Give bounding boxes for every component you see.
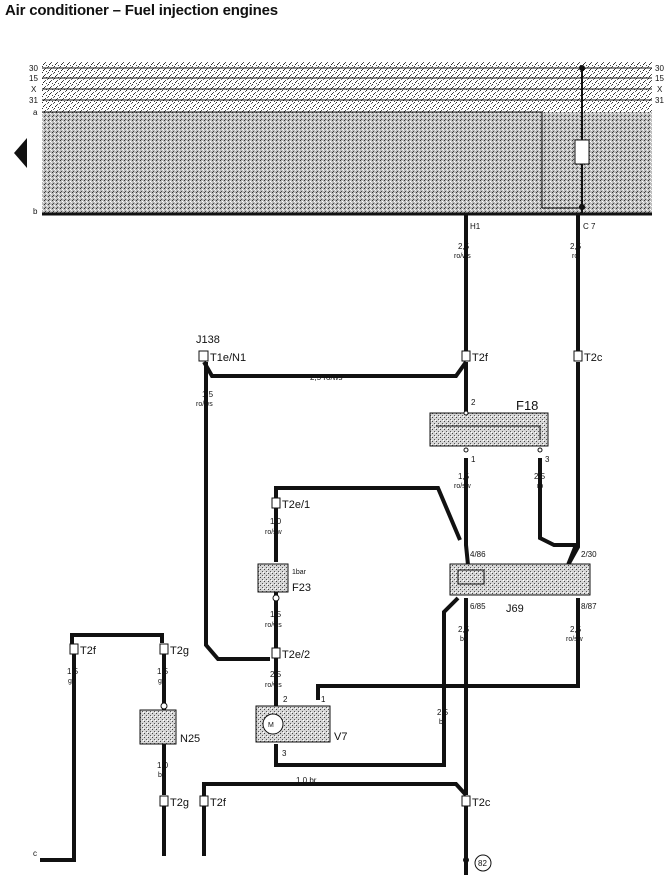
component-v7: V7 — [334, 731, 347, 743]
wire-label: ro/ws — [196, 401, 213, 408]
connector-t2f-bottom: T2f — [210, 797, 227, 809]
pin-v7-3: 3 — [282, 749, 287, 758]
wire-label: 2,5 — [458, 625, 470, 634]
ground-label-82: 82 — [478, 859, 487, 868]
rail-label-x: X — [31, 85, 37, 94]
wire-label: ro/ws — [265, 622, 282, 629]
connector-t2c-bottom: T2c — [472, 797, 491, 809]
rail-label-30-right: 30 — [655, 64, 664, 73]
wire-label: 2,5 — [570, 242, 582, 251]
wire-labels: 2,5 ro/ws 2,5 ro 2,5 ro/ws 1,5 ro/ws 1,5… — [33, 242, 584, 858]
wire-label: ro — [537, 483, 543, 490]
pin-j69-486: 4/86 — [470, 550, 486, 559]
component-j138: J138 — [196, 334, 220, 346]
component-f23-rating: 1bar — [292, 569, 307, 576]
rail-label-15-right: 15 — [655, 74, 664, 83]
wire-label: ro/sw — [566, 636, 584, 643]
wire-label: gn — [68, 678, 76, 685]
pin-j69-887: 8/87 — [581, 602, 597, 611]
wire-label: ro/ws — [265, 682, 282, 689]
pin-f18-1: 1 — [471, 455, 476, 464]
pin-j69-685: 6/85 — [470, 602, 486, 611]
wire-label: 1,0 — [157, 761, 169, 770]
wire-label: 1,5 — [67, 667, 79, 676]
wire-label: ro/sw — [265, 529, 283, 536]
connector-t2c-top: T2c — [584, 352, 603, 364]
wire-label: 1,5 — [157, 667, 169, 676]
motor-icon — [262, 713, 284, 735]
component-f18: F18 — [516, 398, 538, 413]
pin-f18-2: 2 — [471, 398, 476, 407]
bottom-label-c: c — [33, 849, 37, 858]
component-n25: N25 — [180, 733, 200, 745]
wire-label: 1,5 — [270, 610, 282, 619]
rail-labels-right: 30 15 X 31 — [655, 64, 664, 105]
wire-label: 1,0 — [270, 517, 282, 526]
wire-label: 1,0 br — [296, 776, 317, 785]
wire-label: 2,5 — [270, 670, 282, 679]
wire-label: 2,5 — [458, 242, 470, 251]
wire-label: ro/sw — [454, 483, 472, 490]
wire-label: ro — [572, 253, 578, 260]
wire-label: 2,5 — [534, 472, 546, 481]
rail-label-15: 15 — [29, 74, 38, 83]
connector-t2e1: T2e/1 — [282, 499, 310, 511]
wire-label: gn — [158, 678, 166, 685]
fuse-panel — [42, 62, 652, 216]
point-label-c7: C 7 — [583, 222, 596, 231]
component-f18-box: F18 2 1 3 — [429, 398, 550, 464]
wire-label: 2,5 — [437, 708, 449, 717]
component-f23: F23 — [292, 582, 311, 594]
rail-label-31-right: 31 — [655, 96, 664, 105]
component-j69-box: 4/86 2/30 6/85 8/87 J69 — [449, 550, 597, 615]
left-arrow-icon[interactable] — [14, 138, 27, 168]
connector-t1e: T1e/N1 — [210, 352, 246, 364]
pin-v7-2: 2 — [283, 695, 288, 704]
rail-label-b: b — [33, 207, 38, 216]
rail-label-30: 30 — [29, 64, 38, 73]
component-j69: J69 — [506, 603, 524, 615]
point-label-h1: H1 — [470, 222, 481, 231]
component-v7-box: M 2 1 3 V7 — [255, 695, 347, 758]
connector-t2f-top: T2f — [472, 352, 489, 364]
wire-label: 1,5 — [458, 472, 470, 481]
rail-label-a: a — [33, 108, 38, 117]
component-f23-box: 1bar F23 — [257, 563, 311, 602]
connectors: T2f T2c T1e/N1 J138 T2e/1 T2e/2 T2f T2g … — [69, 334, 603, 809]
wire-label: ro/ws — [454, 253, 471, 260]
wire-label: br — [158, 772, 165, 779]
wire-label: 2,5 ro/ws — [310, 373, 342, 382]
rail-labels-left: 30 15 X 31 a b — [29, 64, 38, 216]
wire-label: 2,5 — [570, 625, 582, 634]
wire-label: br — [460, 636, 467, 643]
pin-j69-230: 2/30 — [581, 550, 597, 559]
pin-v7-1: 1 — [321, 695, 326, 704]
connector-t2e2: T2e/2 — [282, 649, 310, 661]
rail-label-x-right: X — [657, 85, 663, 94]
connector-t2f-left: T2f — [80, 645, 97, 657]
ground-82: 82 — [463, 854, 492, 872]
rail-label-31: 31 — [29, 96, 38, 105]
wire-label: 1,5 — [202, 390, 214, 399]
page-title: Air conditioner – Fuel injection engines — [5, 2, 278, 19]
wire-label: br — [439, 719, 446, 726]
wire-label: M — [268, 722, 274, 729]
pin-f18-3: 3 — [545, 455, 550, 464]
component-n25-box: N25 — [139, 702, 200, 745]
connector-t2g-left: T2g — [170, 645, 189, 657]
connector-t2g-bottom: T2g — [170, 797, 189, 809]
